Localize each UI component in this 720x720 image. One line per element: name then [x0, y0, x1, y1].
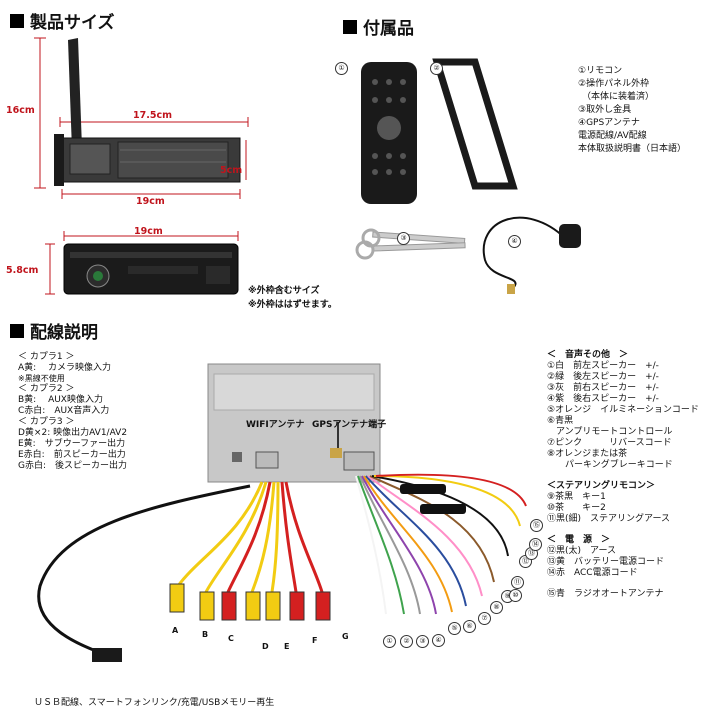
audio-legend-line: パーキングブレーキコード [547, 460, 673, 470]
coupler-line: ＜ カプラ1 ＞ [18, 352, 75, 362]
accessory-item: 電源配線/AV配線 [578, 131, 647, 141]
rca-letter-f: F [312, 636, 318, 645]
coupler-line: G赤白: 後スピーカー出力 [18, 461, 128, 471]
chassis-height-label: 5cm [220, 165, 243, 176]
coupler-legend: ＜ カプラ1 ＞ A黄: カメラ映像入力 ※黒線不使用 ＜ カプラ2 ＞ B黄:… [18, 352, 127, 472]
audio-legend-line: ④紫 後右スピーカー +/- [547, 394, 659, 404]
wire-number: ⑥ [463, 613, 476, 633]
rca-letter-d: D [262, 642, 269, 651]
size-title-text: 製品サイズ [30, 13, 115, 33]
steering-legend-line: ⑨茶黒 キー1 [547, 492, 606, 502]
coupler-line: ＜ カプラ3 ＞ [18, 417, 75, 427]
accessory-marker-frame: ② [430, 55, 443, 75]
wire-number: ② [400, 628, 413, 648]
gps-connector-label: GPSアンテナ端子 [312, 420, 387, 430]
wiring-harness-illustration [37, 363, 527, 662]
coupler-line: E赤白: 前スピーカー出力 [18, 450, 126, 460]
steering-legend-line: ⑩茶 キー2 [547, 503, 606, 513]
steering-legend-title: ＜ステアリングリモコン＞ [547, 481, 656, 491]
note-frame-included: ※外枠含むサイズ [248, 286, 320, 296]
accessories-illustration [355, 58, 581, 294]
wire-number: ⑮ [530, 512, 543, 532]
audio-legend-line: ⑤オレンジ イルミネーションコード [547, 405, 699, 415]
accessory-marker-gps: ④ [508, 228, 521, 248]
accessory-marker-tool: ③ [397, 225, 410, 245]
coupler-line: E黄: サブウーファー出力 [18, 439, 126, 449]
audio-legend-line: アンプリモートコントロール [547, 427, 673, 437]
accessory-item: ③取外し金具 [578, 105, 632, 115]
rca-letter-a: A [172, 626, 179, 635]
rca-letter-g: G [342, 632, 349, 641]
square-bullet-icon [343, 19, 357, 34]
rca-letter-c: C [228, 634, 234, 643]
accessory-item: ②操作パネル外枠 [578, 79, 650, 89]
audio-legend-line: ②緑 後左スピーカー +/- [547, 372, 659, 382]
wire-number: ⑦ [478, 605, 491, 625]
wiring-legend: ＜ 音声その他 ＞ ①白 前左スピーカー +/- ②緑 後左スピーカー +/- … [547, 350, 699, 600]
front-width-label: 19cm [134, 226, 163, 237]
power-legend-line: ⑭赤 ACC電源コード [547, 568, 638, 578]
coupler-line: ※黒線不使用 [18, 374, 65, 383]
antenna-legend-line: ⑮青 ラジオオートアンテナ [547, 589, 664, 599]
coupler-line: D黄×2: 映像出力AV1/AV2 [18, 428, 128, 438]
audio-legend-line: ⑥青黒 [547, 416, 574, 426]
audio-legend-line: ③灰 前右スピーカー +/- [547, 383, 659, 393]
accessories-title-text: 付属品 [363, 19, 414, 39]
wire-number: ⑤ [448, 615, 461, 635]
audio-legend-line: ①白 前左スピーカー +/- [547, 361, 659, 371]
audio-legend-title: ＜ 音声その他 ＞ [547, 350, 629, 360]
height-dimension-label: 16cm [6, 105, 35, 116]
accessory-marker-remote: ① [335, 55, 348, 75]
wifi-antenna-label: WIFIアンテナ [246, 420, 305, 430]
coupler-line: A黄: カメラ映像入力 [18, 363, 112, 373]
front-height-label: 5.8cm [6, 265, 39, 276]
usb-caption: ＵＳＢ配線、スマートフォンリンク/充電/USBメモリー再生 [34, 698, 275, 708]
power-legend-title: ＜ 電 源 ＞ [547, 535, 611, 545]
size-section-title: 製品サイズ [10, 8, 115, 33]
wire-number: ⑧ [490, 594, 503, 614]
depth-dimension-label: 17.5cm [133, 110, 172, 121]
accessories-section-title: 付属品 [343, 14, 414, 39]
rca-letter-b: B [202, 630, 209, 639]
depth-bottom-label: 19cm [136, 196, 165, 207]
coupler-line: B黄: AUX映像入力 [18, 395, 103, 405]
side-view-illustration [34, 37, 249, 199]
power-legend-line: ⑬黄 バッテリー電源コード [547, 557, 665, 567]
accessory-item: ④GPSアンテナ [578, 118, 640, 128]
wire-number: ④ [432, 627, 445, 647]
wire-number: ⑪ [511, 569, 524, 589]
coupler-line: C赤白: AUX音声入力 [18, 406, 110, 416]
square-bullet-icon [10, 323, 24, 338]
steering-legend-line: ⑪黒(細) ステアリングアース [547, 514, 671, 524]
accessory-item: （本体に装着済） [582, 92, 655, 102]
wiring-title-text: 配線説明 [30, 323, 98, 343]
audio-legend-line: ⑧オレンジまたは茶 [547, 449, 628, 459]
rca-letter-e: E [284, 642, 290, 651]
wire-number: ③ [416, 628, 429, 648]
audio-legend-line: ⑦ピンク リバースコード [547, 438, 672, 448]
accessory-list: ①リモコン ②操作パネル外枠 （本体に装着済） ③取外し金具 ④GPSアンテナ … [578, 66, 686, 155]
accessory-item: 本体取扱説明書（日本語） [578, 144, 687, 154]
wire-number: ⑩ [509, 582, 522, 602]
accessory-item: ①リモコン [578, 66, 623, 76]
wiring-section-title: 配線説明 [10, 318, 98, 343]
coupler-line: ＜ カプラ2 ＞ [18, 384, 75, 394]
square-bullet-icon [10, 13, 24, 28]
front-view-illustration [45, 231, 239, 295]
power-legend-line: ⑫黒(太) アース [547, 546, 617, 556]
wire-number: ⑭ [529, 531, 542, 551]
wire-number: ① [383, 628, 396, 648]
note-frame-removed: ※外枠ははずせます。 [248, 300, 337, 310]
